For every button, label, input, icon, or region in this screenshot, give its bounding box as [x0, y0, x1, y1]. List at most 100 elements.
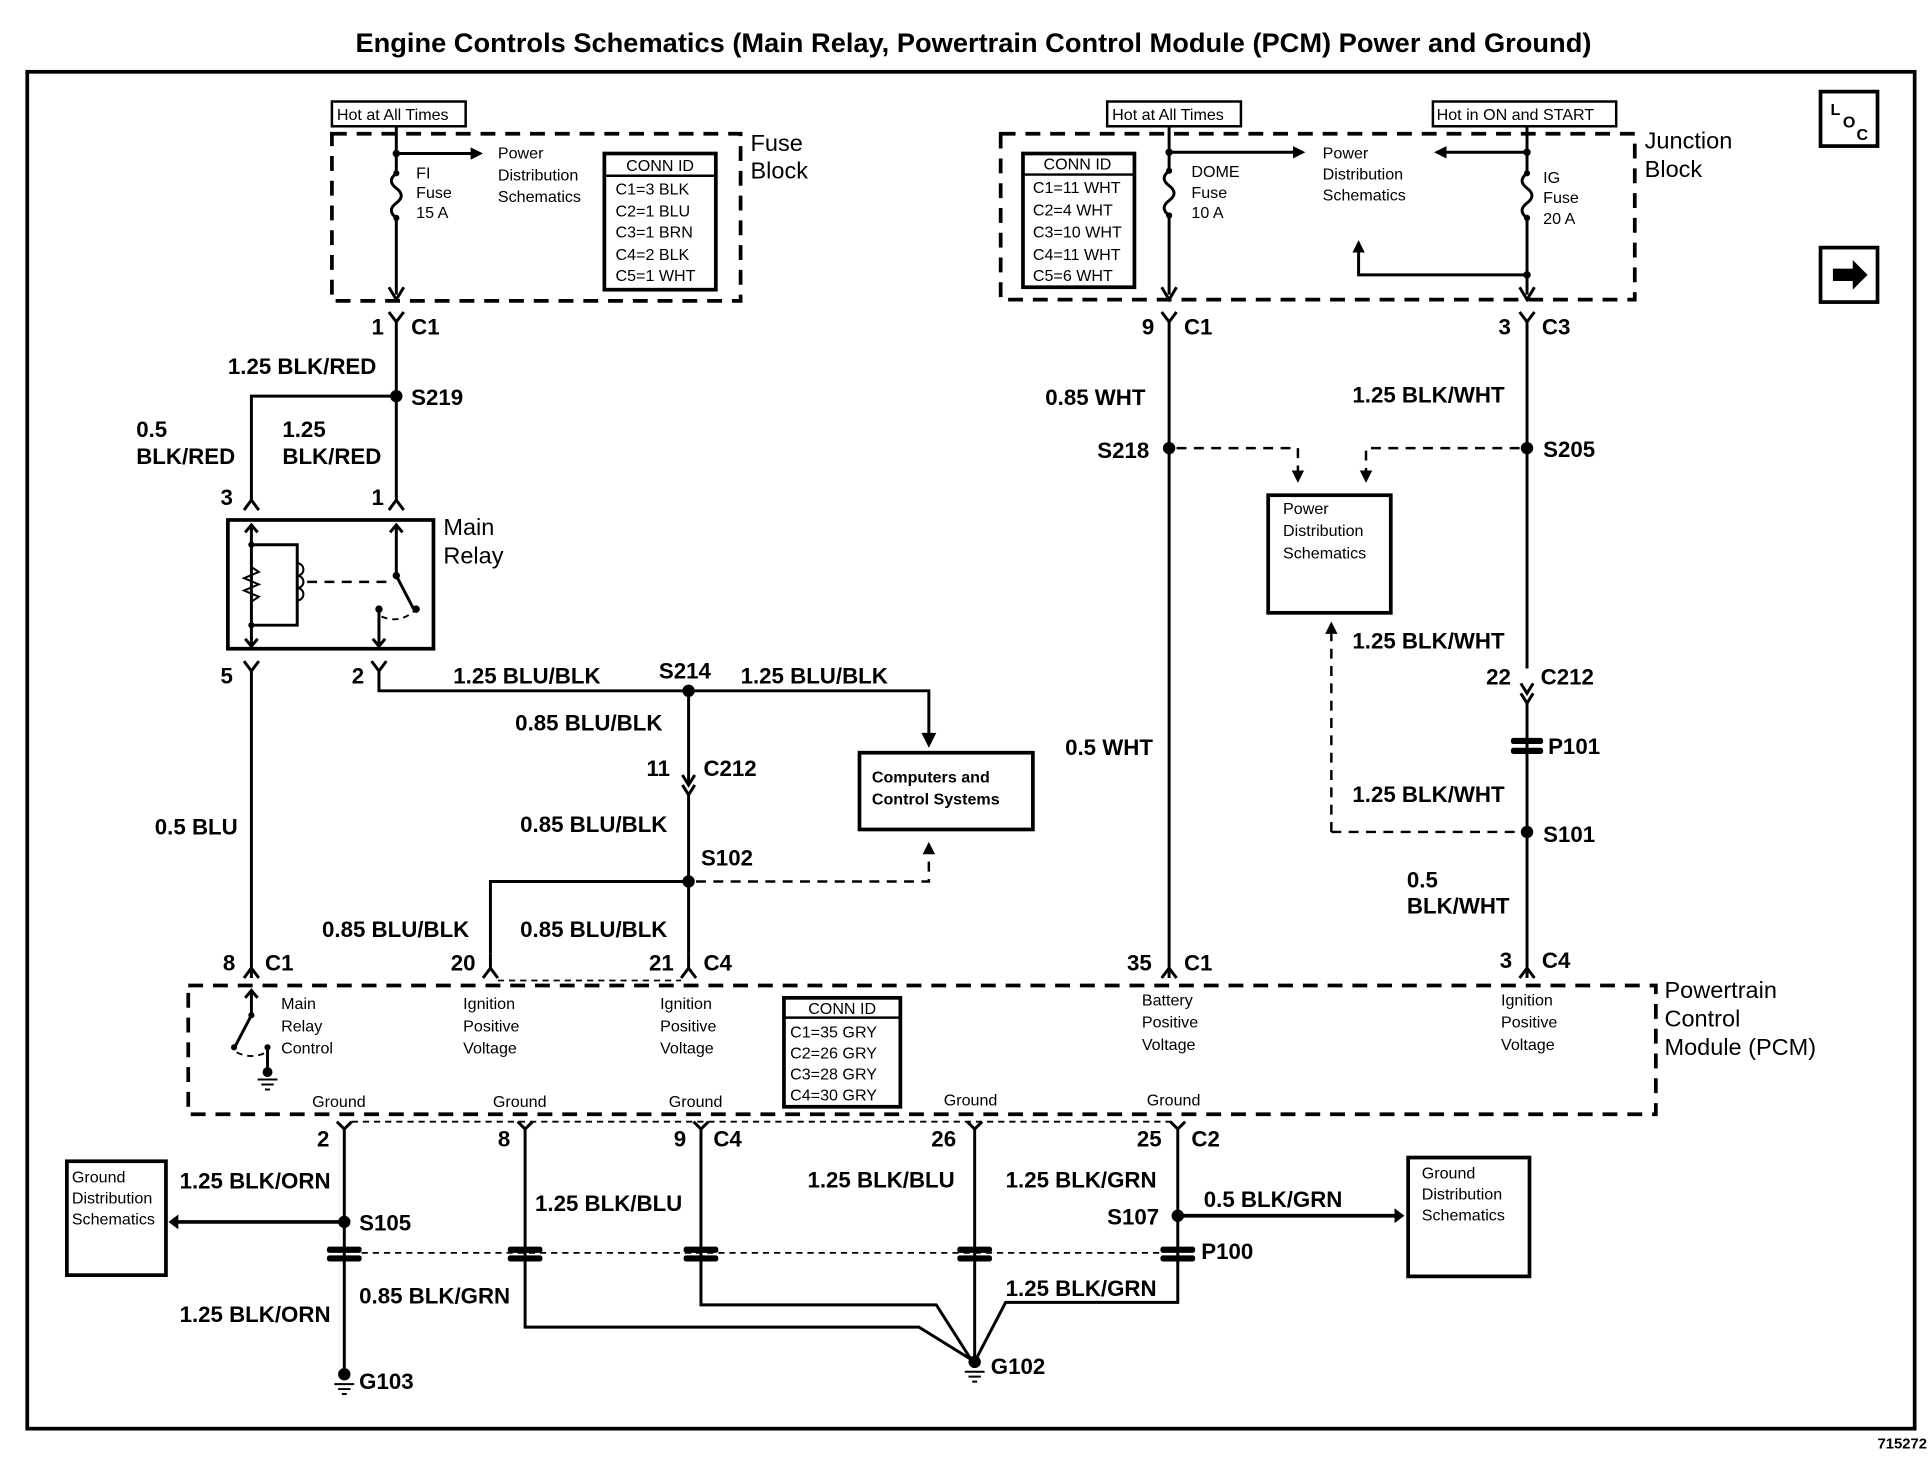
pcm-pin: 26: [931, 1126, 956, 1151]
power-distribution-box[interactable]: Power Distribution Schematics: [1266, 493, 1393, 615]
wire-label: 1.25 BLK/WHT: [1352, 382, 1505, 407]
p101-connector: [1510, 737, 1544, 754]
conn-id-row: C1=35 GRY: [790, 1023, 877, 1041]
conn-id-row: C1=3 BLK: [616, 180, 690, 198]
pcm-conn: C4: [1542, 948, 1571, 973]
pin-desc: Voltage: [660, 1040, 714, 1058]
pcm-pin: 9: [674, 1126, 686, 1151]
splice-label: S102: [701, 845, 753, 870]
pcm-label: Powertrain: [1664, 977, 1776, 1003]
junction-block-label-2: Block: [1645, 156, 1703, 182]
pin-desc: Ground: [312, 1093, 366, 1111]
jb-conn: C3: [1542, 314, 1570, 339]
conn-id-row: C5=1 WHT: [616, 267, 696, 285]
inline-conn: C212: [1541, 665, 1594, 690]
pcm-conn: C4: [703, 951, 732, 976]
relay-pin: 2: [352, 663, 364, 688]
computers-and-control-systems-box[interactable]: Computers and Control Systems: [857, 750, 1035, 832]
box-text: Schematics: [72, 1210, 155, 1228]
main-relay-label: Main: [443, 514, 494, 540]
conn-id-row: C4=2 BLK: [616, 246, 690, 264]
conn-id-row: C3=28 GRY: [790, 1066, 877, 1084]
fb-pd-2: Distribution: [498, 167, 578, 185]
box-text: Ground: [72, 1168, 126, 1186]
ground-distribution-box-right[interactable]: Ground Distribution Schematics: [1406, 1155, 1532, 1279]
main-relay: Main Relay: [226, 514, 504, 651]
splice-s107: [1171, 1209, 1184, 1222]
splice-label: S218: [1097, 438, 1149, 463]
ground-distribution-box-left[interactable]: Ground Distribution Schematics: [65, 1159, 168, 1278]
splice-s205: [1520, 441, 1534, 455]
wire-label: 1.25 BLK/ORN: [180, 1168, 331, 1193]
fb-pd-1: Power: [498, 144, 544, 162]
fuse-block: Fuse Block Hot at All Times FI Fuse 15 A…: [330, 100, 809, 303]
ground-g103-icon: [334, 1368, 355, 1395]
ig-fuse-word: Fuse: [1543, 189, 1579, 207]
jb-pin: 9: [1142, 314, 1154, 339]
pin-desc: Ground: [944, 1092, 998, 1110]
wire-label: 0.85 BLU/BLK: [520, 812, 667, 837]
pcm-pin: 2: [317, 1126, 329, 1151]
ig-fuse-name: IG: [1543, 169, 1560, 187]
inline-pin: 22: [1486, 665, 1511, 690]
dome-fuse-word: Fuse: [1191, 184, 1227, 202]
wire-label: 0.85 WHT: [1045, 385, 1146, 410]
box-text: Schematics: [1283, 544, 1366, 562]
splice-s105: [338, 1215, 351, 1229]
pin-desc: Battery: [1142, 991, 1193, 1009]
wire-label: 1.25 BLK/RED: [228, 354, 377, 379]
hot-label: Hot in ON and START: [1437, 106, 1595, 124]
dome-fuse-rating: 10 A: [1191, 204, 1223, 222]
ground-label: G102: [991, 1354, 1045, 1379]
pin-desc: Voltage: [1142, 1036, 1196, 1054]
splice-label: S214: [659, 658, 712, 683]
splice-label: S205: [1543, 437, 1595, 462]
fuse-block-label-2: Block: [751, 157, 809, 183]
wire-label: 1.25 BLK/WHT: [1352, 629, 1505, 654]
conn-id-row: C1=11 WHT: [1033, 179, 1121, 197]
conn-id-row: C2=4 WHT: [1033, 201, 1113, 219]
wire-label: 0.85 BLU/BLK: [322, 917, 469, 942]
conn-id-row: C5=6 WHT: [1033, 267, 1113, 285]
pcm-conn: C1: [265, 951, 293, 976]
inline-conn: P100: [1201, 1239, 1253, 1264]
splice-label: S219: [411, 385, 463, 410]
box-text: Control Systems: [872, 791, 1000, 809]
wire-label: 1.25 BLU/BLK: [453, 663, 600, 688]
main-relay-label-2: Relay: [443, 542, 503, 568]
splice-label: S107: [1107, 1204, 1159, 1229]
box-text: Schematics: [1422, 1207, 1505, 1225]
hot-label: Hot at All Times: [1112, 106, 1224, 124]
loc-button[interactable]: L O C: [1818, 89, 1880, 148]
pin-desc: Ignition: [660, 995, 712, 1013]
inline-conn: C212: [703, 756, 756, 781]
jb-pd-1: Power: [1323, 144, 1369, 162]
junction-block-label: Junction: [1645, 128, 1733, 154]
next-page-button[interactable]: [1818, 245, 1880, 304]
pcm-pin-desc: Main Relay Control Ignition Positive Vol…: [281, 991, 1557, 1111]
conn-id-row: C2=1 BLU: [616, 203, 691, 221]
box-text: Computers and: [872, 768, 990, 786]
wire-label: 0.5: [1407, 868, 1438, 893]
pin-desc: Voltage: [1501, 1036, 1555, 1054]
loc-icon-c: C: [1856, 126, 1868, 144]
wire-label: BLK/RED: [136, 444, 235, 469]
conn-id-row: C2=26 GRY: [790, 1045, 877, 1063]
wire-label: 0.5: [136, 417, 167, 442]
conn-id-header: CONN ID: [808, 1000, 876, 1018]
inline-connector: [326, 1246, 1196, 1262]
wire-label: 1.25 BLK/BLU: [535, 1191, 682, 1216]
wire-label: 1.25 BLK/BLU: [807, 1167, 954, 1192]
ig-fuse-rating: 20 A: [1543, 210, 1575, 228]
figure-id: 715272: [1877, 1436, 1927, 1452]
wire-label: BLK/WHT: [1407, 894, 1510, 919]
pcm-conn: C1: [1184, 951, 1212, 976]
loc-icon: L: [1830, 101, 1840, 119]
pin-desc: Control: [281, 1040, 333, 1058]
page-title: Engine Controls Schematics (Main Relay, …: [355, 27, 1591, 58]
loc-icon-o: O: [1843, 114, 1856, 132]
splice-s218: [1162, 441, 1176, 455]
pcm-pin: 3: [1500, 948, 1512, 973]
splice-label: S101: [1543, 822, 1595, 847]
